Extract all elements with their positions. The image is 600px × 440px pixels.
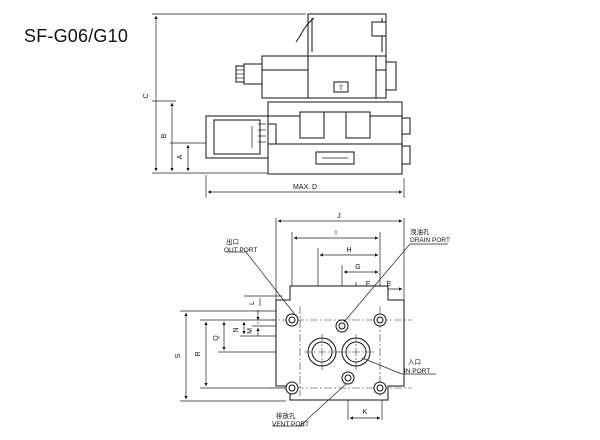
out-port-label-en: OUT PORT [224, 247, 257, 254]
dim-label-h: H [346, 247, 351, 254]
drain-port-label-cn: 洩油孔 [410, 227, 430, 236]
nameplate-label: T [339, 85, 343, 92]
side-view: C B A MAX. D T [143, 13, 411, 198]
dim-label-n: N [233, 327, 240, 332]
bolt-hole [285, 381, 299, 395]
drain-port-label-en: DRAIN PORT [410, 237, 450, 244]
vent-port-label-cn: 排放孔 [276, 411, 296, 420]
vent-port-label-en: VENT PORT [272, 421, 309, 428]
nameplate [333, 81, 349, 93]
dim-label-m: M [247, 328, 254, 334]
drain-port [335, 319, 349, 333]
dim-label-q: Q [213, 335, 220, 341]
dim-label-b: B [161, 133, 168, 138]
bolt-hole [373, 313, 387, 327]
dim-label-l: L [249, 301, 256, 305]
dim-label-max-d: MAX. D [293, 184, 317, 191]
vent-port [341, 371, 355, 385]
in-port-label-cn: 入口 [408, 358, 421, 366]
dim-label-e: E [387, 281, 392, 288]
dim-label-r: R [195, 351, 202, 356]
bolt-hole [373, 381, 387, 395]
dim-label-g: G [355, 264, 360, 271]
dim-label-k: K [363, 409, 368, 416]
dim-label-s: S [175, 353, 182, 358]
dim-label-j: J [337, 213, 341, 220]
in-port-label-en: IN PORT [404, 368, 430, 375]
out-port-label-cn: 出口 [226, 237, 239, 246]
dim-label-c: C [143, 93, 150, 98]
bolt-hole [285, 313, 299, 327]
valve-body-upper [267, 101, 403, 145]
dim-label-i: I [335, 230, 337, 237]
top-view: J I H G F E S R [175, 213, 450, 428]
drawing-title: SF-G06/G10 [24, 26, 129, 46]
dim-label-f: F [366, 281, 370, 288]
dim-label-a: A [177, 154, 184, 159]
solenoid-body [261, 55, 387, 99]
